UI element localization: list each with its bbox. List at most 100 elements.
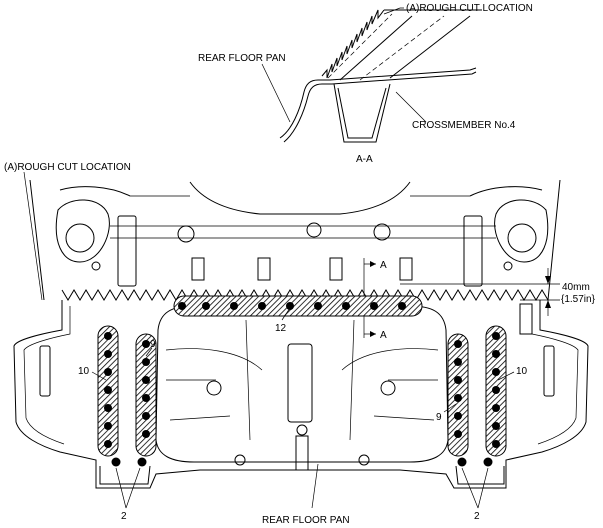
dimension-label: 40mm [562,282,590,293]
spot-weld [483,457,493,467]
spot-weld [314,302,322,310]
section-rough-cut-label: (A)ROUGH CUT LOCATION [406,3,533,14]
callout-10-right: 10 [516,366,528,377]
spot-weld [492,332,500,340]
main-view: (A)ROUGH CUT LOCATION 40mm {1.57in} [4,162,596,526]
main-rough-cut-leader [23,171,43,301]
spot-weld [492,350,500,358]
section-panel-line-2 [339,15,413,81]
side-bracket-right [519,303,533,335]
section-crossmember [333,83,391,143]
spot-weld [142,394,150,402]
spot-weld [454,340,462,348]
section-rear-floor-pan-inner [283,71,477,143]
spot-weld [137,457,147,467]
spot-weld [258,302,266,310]
section-panel-line-4 [389,15,471,79]
upper-panel-lines [110,195,496,239]
upper-body-outline [29,179,561,301]
main-rear-floor-pan-label: REAR FLOOR PAN [262,515,350,526]
bottom-tab-right [455,465,505,485]
upper-slot-3 [329,257,343,281]
spot-weld [454,430,462,438]
main-rough-cut-zigzag [61,289,549,301]
upper-bracket-right [463,215,483,287]
spot-welds-left-inner [142,340,150,438]
section-panel-line-3 [359,15,445,81]
dimension-arrow-top [545,276,551,284]
spot-weld [492,386,500,394]
section-rough-cut-leader [383,7,404,15]
upper-slot-1 [191,257,205,281]
section-marker-top: A [380,260,387,271]
spot-weld [492,368,500,376]
spot-welds-bottom [111,457,493,467]
right-wheelhouse-hole [507,223,537,253]
spot-weld [454,376,462,384]
weld-zone-top [173,295,423,317]
spot-weld [142,412,150,420]
section-crossmember-inner [337,87,387,139]
center-tunnel-lower [295,435,309,471]
spot-weld [104,404,112,412]
spot-welds-top [178,302,406,310]
section-title: A-A [356,154,373,165]
section-crossmember-label: CROSSMEMBER No.4 [412,120,516,131]
spot-welds-left-outer [104,332,112,448]
section-rear-floor-pan-label: REAR FLOOR PAN [198,53,286,64]
spot-weld [370,302,378,310]
callout-leaders [91,307,515,509]
right-wheelhouse [494,199,549,263]
spot-weld [202,302,210,310]
section-rough-cut-zigzag [321,9,385,79]
floor-hole-center [296,424,308,436]
side-slot-left [39,345,51,397]
spot-weld [454,394,462,402]
upper-bracket-left [117,215,137,287]
callout-9-right: 9 [436,412,442,423]
section-panel-line-1 [327,13,393,79]
callout-10-left: 10 [78,366,90,377]
upper-hole-4 [91,261,101,271]
spot-weld [230,302,238,310]
floor-hole-low-left [234,454,246,466]
spot-welds-right-outer [492,332,500,448]
callout-12: 12 [275,323,287,334]
floor-hole-right [380,380,396,396]
spot-weld [492,440,500,448]
upper-slot-4 [399,257,413,281]
floor-center-upper [189,181,411,215]
dimension-lines [400,268,560,316]
upper-hole-2 [306,222,322,238]
dimension-arrow-bottom [545,300,551,308]
spot-weld [492,404,500,412]
spot-weld [178,302,186,310]
bottom-tab-left [99,465,151,485]
spot-weld [142,358,150,366]
section-marker-top-head [370,261,376,267]
section-marker-bottom-head [370,331,376,337]
center-raised-panel [287,343,313,423]
rear-floor-pan-inner-outline [23,306,579,445]
side-slot-right [543,345,555,397]
callout-9-left: 9 [150,339,156,350]
floor-hole-left [206,380,222,396]
upper-hole-3 [373,223,391,241]
callout-2-right: 2 [474,511,480,522]
callout-2-left: 2 [121,511,127,522]
section-view: (A)ROUGH CUT LOCATION REAR FLOOR PAN CRO… [198,3,533,165]
spot-weld [104,422,112,430]
spot-weld [104,368,112,376]
floor-hole-low-right [358,454,370,466]
spot-welds-right-inner [454,340,462,438]
section-rear-floor-pan [279,67,477,139]
dimension-label-imperial: {1.57in} [561,294,596,305]
spot-weld [104,350,112,358]
spot-weld [111,457,121,467]
spot-weld [142,340,150,348]
left-wheelhouse [55,199,110,263]
section-marker-bottom: A [380,330,387,341]
section-rear-floor-pan-leader [261,63,291,123]
